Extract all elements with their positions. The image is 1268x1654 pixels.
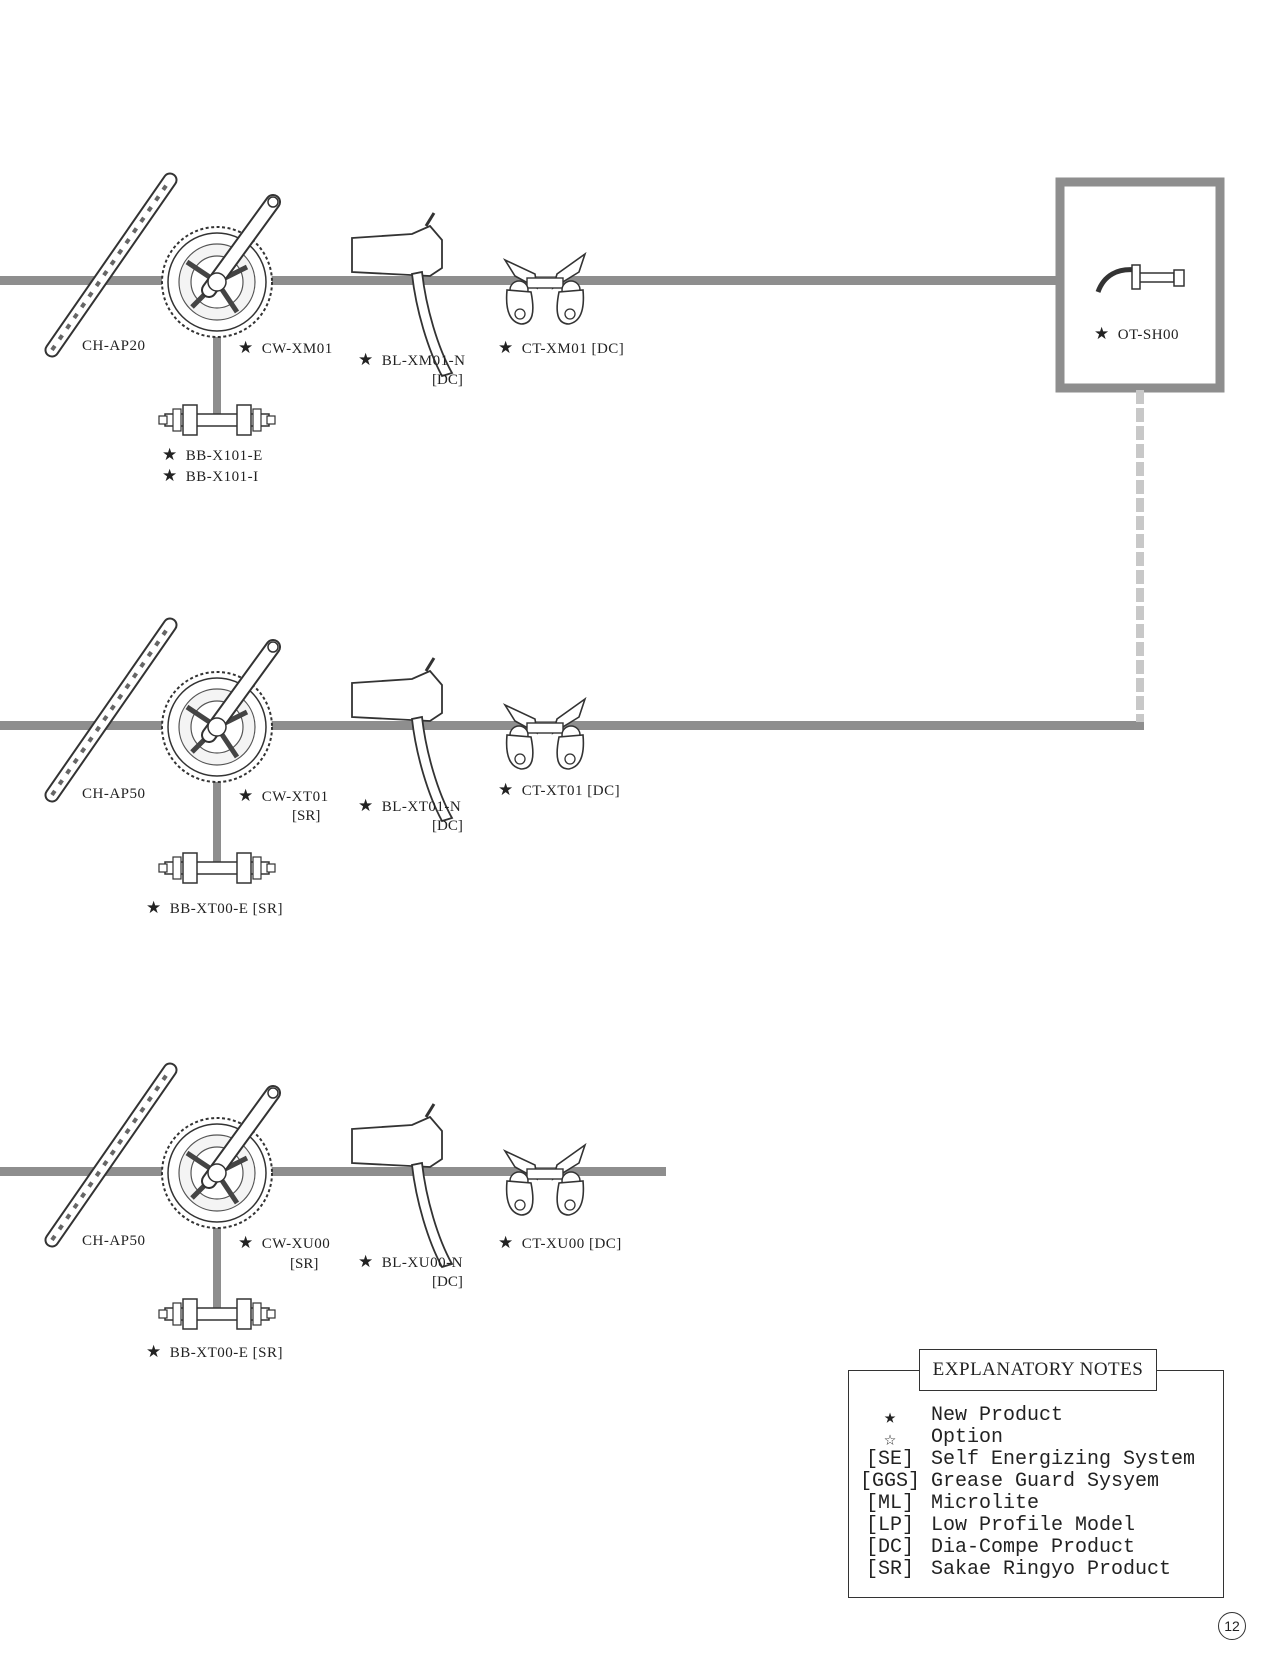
crankset-label: ★CW-XM01 <box>238 338 333 357</box>
option-box <box>1055 177 1225 393</box>
new-product-star-icon: ★ <box>498 338 514 357</box>
chain-icon <box>52 625 170 795</box>
brake-label: ★CT-XT01 [DC] <box>498 780 621 799</box>
explanatory-notes: EXPLANATORY NOTES ★New Product ☆Option [… <box>848 1349 1224 1598</box>
new-product-star-icon: ★ <box>883 1407 897 1430</box>
bb-stem-1 <box>213 284 221 414</box>
lever-sublabel: [DC] <box>432 372 463 388</box>
lever-sublabel: [DC] <box>432 818 463 834</box>
new-product-star-icon: ★ <box>238 338 254 357</box>
note-row: ☆Option <box>849 1426 1221 1452</box>
new-product-star-icon: ★ <box>238 1233 254 1252</box>
notes-title: EXPLANATORY NOTES <box>919 1349 1157 1391</box>
bb-label: ★BB-X101-I <box>162 466 259 485</box>
chain-icon <box>52 1070 170 1240</box>
chain-label: CH-AP20 <box>82 338 146 354</box>
new-product-star-icon: ★ <box>162 466 178 485</box>
lever-label: ★BL-XM01-N <box>358 350 466 369</box>
assembly-line-3 <box>0 1167 666 1176</box>
chain-icon <box>52 180 170 350</box>
chain-label: CH-AP50 <box>82 786 146 802</box>
crankset-sublabel: [SR] <box>292 808 321 824</box>
crankset-icon <box>162 642 278 782</box>
crankset-icon <box>162 1088 278 1228</box>
brake-lever-icon <box>350 1102 454 1269</box>
note-row: [GGS]Grease Guard Sysyem <box>859 1470 1160 1493</box>
crankset-icon <box>162 197 278 337</box>
new-product-star-icon: ★ <box>498 1233 514 1252</box>
crankset-label: ★CW-XT01 <box>238 786 329 805</box>
cantilever-brake-icon <box>504 698 586 770</box>
shoe-icon <box>1095 264 1185 293</box>
bb-label: ★BB-XT00-E [SR] <box>146 898 283 917</box>
bb-label: ★BB-X101-E <box>162 445 263 464</box>
page-number: 12 <box>1218 1612 1246 1640</box>
new-product-star-icon: ★ <box>358 796 374 815</box>
chain-label: CH-AP50 <box>82 1233 146 1249</box>
new-product-star-icon: ★ <box>162 445 178 464</box>
new-product-star-icon: ★ <box>358 1252 374 1271</box>
note-row: [ML]Microlite <box>865 1492 1040 1515</box>
note-row: [DC]Dia-Compe Product <box>865 1536 1136 1559</box>
bb-stem-3 <box>213 1175 221 1315</box>
crankset-sublabel: [SR] <box>290 1256 319 1272</box>
lever-label: ★BL-XT01-N <box>358 796 462 815</box>
brake-label: ★CT-XM01 [DC] <box>498 338 625 357</box>
new-product-star-icon: ★ <box>146 1342 162 1361</box>
crankset-label: ★CW-XU00 <box>238 1233 331 1252</box>
lever-label: ★BL-XU00-N <box>358 1252 463 1271</box>
cantilever-brake-icon <box>504 253 586 325</box>
new-product-star-icon: ★ <box>358 350 374 369</box>
bb-stem-2 <box>213 729 221 869</box>
cantilever-brake-icon <box>504 1144 586 1216</box>
option-label: ★OT-SH00 <box>1094 324 1180 343</box>
new-product-star-icon: ★ <box>238 786 254 805</box>
lever-sublabel: [DC] <box>432 1274 463 1290</box>
note-row: [LP]Low Profile Model <box>865 1514 1136 1537</box>
note-row: [SR]Sakae Ringyo Product <box>865 1558 1172 1581</box>
new-product-star-icon: ★ <box>498 780 514 799</box>
brake-label: ★CT-XU00 [DC] <box>498 1233 622 1252</box>
new-product-star-icon: ★ <box>146 898 162 917</box>
option-star-icon: ☆ <box>883 1429 897 1452</box>
note-row: ★New Product <box>849 1404 1221 1430</box>
new-product-star-icon: ★ <box>1094 324 1110 343</box>
note-row: [SE]Self Energizing System <box>865 1448 1196 1471</box>
bb-label: ★BB-XT00-E [SR] <box>146 1342 283 1361</box>
